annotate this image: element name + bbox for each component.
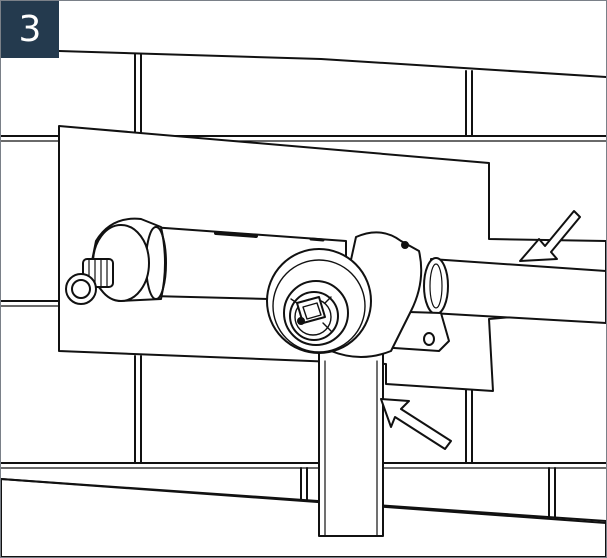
- arrow-riser-indicator: [380, 398, 452, 450]
- step-number-badge: 3: [1, 1, 59, 58]
- horizontal-pipe-right: [423, 257, 606, 324]
- threaded-nipple: [65, 258, 114, 305]
- vertical-pipe: [318, 345, 384, 537]
- arrow-pipe-indicator: [519, 210, 581, 262]
- valve-body: [266, 231, 423, 358]
